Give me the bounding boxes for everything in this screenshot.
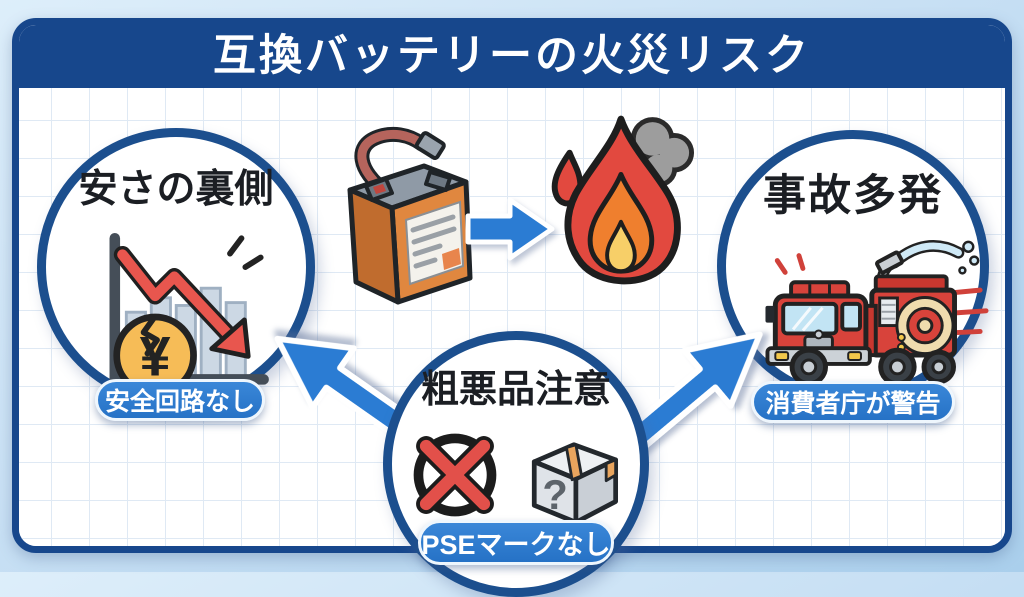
bottom-circle-title: 粗悪品注意 bbox=[420, 369, 611, 411]
safety-circuit-badge: 安全回路なし bbox=[95, 379, 265, 421]
question-mark: ? bbox=[542, 471, 567, 518]
title-banner: 互換バッテリーの火災リスク bbox=[19, 25, 1005, 88]
accidents-risk-circle: 事故多発 bbox=[717, 130, 989, 402]
emphasis-dashes-icon bbox=[227, 235, 264, 270]
left-circle-title: 安さの裏側 bbox=[78, 168, 274, 211]
prohibited-icon bbox=[405, 425, 505, 525]
emphasis-dashes-icon bbox=[774, 253, 806, 275]
page-title: 互換バッテリーの火災リスク bbox=[213, 32, 811, 80]
battery-icon bbox=[332, 124, 484, 308]
mystery-box-icon: ? bbox=[521, 422, 627, 528]
pse-mark-badge: PSEマークなし bbox=[418, 520, 614, 565]
fire-truck-icon bbox=[732, 233, 990, 389]
arrow-right-icon bbox=[464, 190, 556, 268]
consumer-agency-badge: 消費者庁が警告 bbox=[751, 381, 955, 423]
right-circle-title: 事故多発 bbox=[763, 172, 943, 220]
fire-icon bbox=[538, 110, 696, 308]
broken-yen-coin-icon: ¥ bbox=[113, 313, 197, 398]
